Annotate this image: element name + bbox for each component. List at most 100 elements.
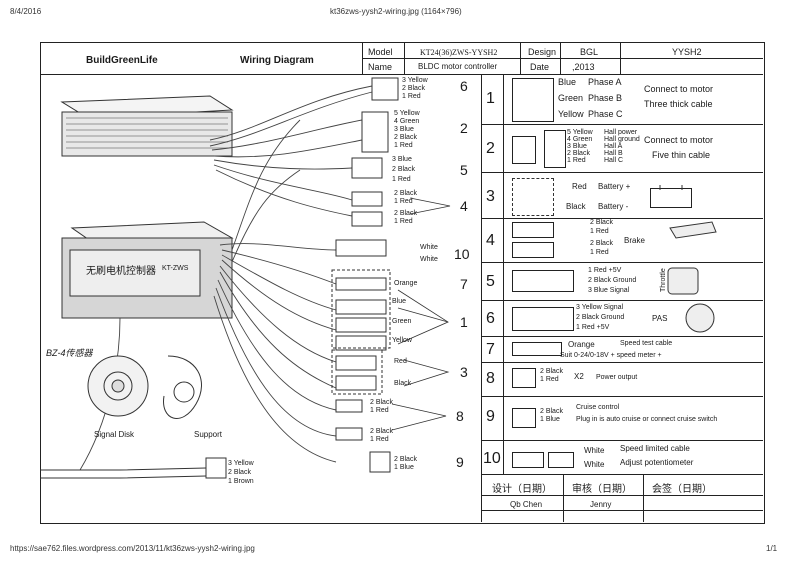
conn-4-wire-b2: 1 Red [394, 218, 413, 225]
legend-10-wire-1: White [584, 446, 605, 455]
legend-num-6: 6 [486, 310, 495, 327]
controller-heatsink [60, 95, 234, 157]
legend-row-line-4 [481, 262, 763, 263]
legend-num-10: 10 [483, 450, 501, 467]
legend-num-7: 7 [486, 341, 495, 358]
legend-2-pin-1: Hall power [604, 129, 638, 136]
document-title: Wiring Diagram [240, 55, 314, 66]
conn-10-number: 10 [454, 246, 470, 262]
legend-9-desc-1: Cruise control [576, 404, 620, 411]
legend-2-pin-2: Hall ground [604, 136, 640, 143]
legend-1-desc-2: Three thick cable [644, 99, 713, 109]
title-divider-mid [362, 58, 763, 59]
legend-2-wire-1: 5 Yellow [567, 129, 593, 136]
legend-5-wire-3: 3 Blue Signal [588, 287, 630, 294]
controller-box [61, 221, 234, 319]
legend-row-line-1 [481, 124, 763, 125]
date-label: Date [530, 62, 550, 72]
conn-3-number: 3 [460, 364, 468, 380]
sensor-signal-disk: Signal Disk [94, 430, 135, 439]
legend-num-2: 2 [486, 140, 495, 157]
conn-3-wire-red: Red [394, 358, 407, 365]
legend-row-line-5 [481, 300, 763, 301]
legend-2-socket [544, 130, 566, 168]
conn-5-number: 5 [460, 162, 468, 178]
sensor-title: BZ-4传感器 [46, 348, 93, 358]
legend-num-5: 5 [486, 273, 495, 290]
legend-4-wire-2: 1 Red [590, 228, 609, 235]
legend-6-wire-1: 3 Yellow Signal [576, 304, 624, 311]
model-label: Model [368, 47, 393, 57]
wire-bundle [79, 85, 373, 471]
legend-5-wire-2: 2 Black Ground [588, 277, 637, 284]
legend-row-line-2 [481, 172, 763, 173]
legend-7-wire-orange: Orange [568, 340, 595, 349]
legend-2-wire-3: 3 Blue [567, 143, 587, 150]
legend-num-8: 8 [486, 370, 495, 387]
conn-1-number: 1 [460, 314, 468, 330]
battery-icon [650, 188, 692, 208]
sensor-plug-wire-2: 2 Black [228, 469, 251, 476]
sensor-support-label: Support [194, 430, 223, 439]
legend-2-wire-4: 2 Black [567, 150, 590, 157]
conn-9-number: 9 [456, 454, 464, 470]
legend-7-desc-1: Speed test cable [620, 340, 673, 347]
conn-5-wire-2: 2 Black [392, 166, 415, 173]
legend-7-connector [512, 342, 562, 356]
legend-4-brake: Brake [624, 236, 645, 245]
legend-8-desc: Power output [596, 374, 638, 381]
signoff-divider-1 [563, 474, 564, 522]
legend-10-desc-1: Speed limited cable [620, 444, 690, 453]
legend-9-wire-2: 1 Blue [540, 416, 560, 423]
legend-5-wire-1: 1 Red +5V [588, 267, 622, 274]
conn-6-wire-1: 3 Yellow [402, 77, 428, 84]
legend-2-pin-5: Hall C [604, 157, 624, 164]
legend-row-line-9 [481, 440, 763, 441]
legend-row-line-8 [481, 396, 763, 397]
print-page-number: 1/1 [766, 544, 778, 553]
signoff-review-label: 审核（日期） [572, 484, 632, 495]
legend-6-wire-2: 2 Black Ground [576, 314, 625, 321]
legend-1-desc-1: Connect to motor [644, 84, 714, 94]
signoff-sign-label: 会签（日期） [652, 484, 712, 495]
conn-10-wire-2: White [420, 256, 438, 263]
design-label: Design [528, 47, 557, 57]
legend-4-wire-4: 1 Red [590, 249, 609, 256]
title-block-divider [40, 74, 763, 75]
name-label: Name [368, 62, 393, 72]
legend-num-1: 1 [486, 90, 495, 107]
sensor-plug-wire-1: 3 Yellow [228, 460, 254, 467]
legend-num-border [503, 74, 504, 474]
legend-4-connector-a [512, 222, 554, 238]
legend-8-wire-2: 1 Red [540, 376, 559, 383]
legend-row-line-10 [481, 474, 763, 475]
print-url: https://sae762.files.wordpress.com/2013/… [10, 544, 255, 553]
legend-2-pin-3: Hall A [604, 143, 623, 150]
legend-8-wire-1: 2 Black [540, 368, 563, 375]
conn-5-wire-1: 3 Blue [392, 156, 412, 163]
legend-4-wire-1: 2 Black [590, 219, 613, 226]
legend-2-desc-1: Connect to motor [644, 135, 714, 145]
legend-left-border [481, 74, 482, 522]
controller-label-cn: 无刷电机控制器 [86, 266, 156, 277]
legend-row-line-3 [481, 218, 763, 219]
signoff-designer: Qb Chen [510, 500, 543, 509]
legend-2-plug [512, 136, 536, 164]
conn-8-wire-b1: 2 Black [370, 428, 393, 435]
legend-1-phase-c: Phase C [588, 109, 623, 119]
legend-1-wire-blue: Blue [558, 77, 577, 87]
conn-2-wire-3: 3 Blue [394, 126, 414, 133]
legend-3-wire-black: Black [566, 202, 586, 211]
conn-4-wire-a1: 2 Black [394, 190, 417, 197]
legend-row-line-7 [481, 362, 763, 363]
legend-10-plug-a [512, 452, 544, 468]
legend-9-desc-2: Plug in is auto cruise or connect cruise… [576, 416, 718, 423]
controller-label-model: KT-ZWS [162, 265, 189, 272]
legend-2-wire-2: 4 Green [567, 136, 593, 143]
conn-1-wire-blue: Blue [392, 298, 407, 305]
sensor-support [163, 355, 202, 419]
conn-8-wire-a1: 2 Black [370, 399, 393, 406]
sensor-plug-wire-3: 1 Brown [228, 478, 254, 485]
conn-2-number: 2 [460, 120, 468, 136]
